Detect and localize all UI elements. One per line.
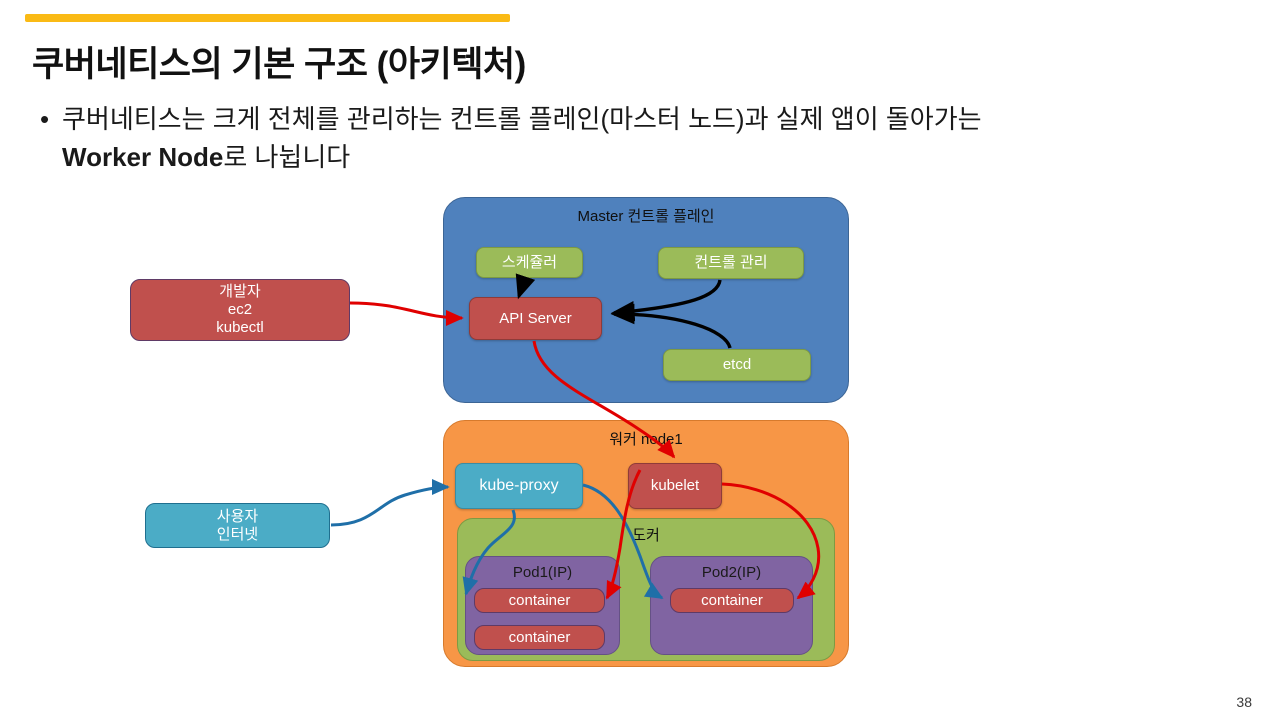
page-title: 쿠버네티스의 기본 구조 (아키텍처)	[32, 45, 526, 84]
bullet-line-2-bold: Worker Node	[62, 142, 224, 172]
scheduler-box: 스케쥴러	[476, 247, 583, 278]
api-server-label: API Server	[499, 309, 572, 327]
master-control-plane-title: Master 컨트롤 플레인	[577, 208, 715, 225]
slide-number: 38	[1236, 694, 1252, 710]
pod-2-label: Pod2(IP)	[701, 564, 762, 581]
bullet-item: • 쿠버네티스는 크게 전체를 관리하는 컨트롤 플레인(마스터 노드)과 실제…	[40, 100, 1220, 176]
api-server-box: API Server	[469, 297, 602, 340]
controller-manager-box: 컨트롤 관리	[658, 247, 804, 279]
bullet-block: • 쿠버네티스는 크게 전체를 관리하는 컨트롤 플레인(마스터 노드)과 실제…	[40, 100, 1220, 176]
developer-box: 개발자 ec2 kubectl	[130, 279, 350, 341]
bullet-line-1: 쿠버네티스는 크게 전체를 관리하는 컨트롤 플레인(마스터 노드)과 실제 앱…	[62, 104, 982, 134]
user-line-1: 사용자	[216, 507, 259, 525]
pod-1-container-1: container	[474, 588, 605, 613]
title-accent-bar	[25, 14, 510, 22]
kube-proxy-box: kube-proxy	[455, 463, 583, 509]
pod-1-container-1-label: container	[508, 591, 571, 609]
developer-line-2: ec2	[227, 301, 253, 319]
developer-line-3: kubectl	[216, 318, 264, 336]
kubelet-label: kubelet	[650, 477, 700, 495]
user-box: 사용자 인터넷	[145, 503, 330, 548]
kubelet-box: kubelet	[628, 463, 722, 509]
bullet-line-2-rest: 로 나뉩니다	[223, 142, 351, 172]
developer-line-1: 개발자	[219, 283, 261, 301]
controller-manager-label: 컨트롤 관리	[694, 254, 768, 272]
scheduler-label: 스케쥴러	[501, 253, 558, 271]
docker-title: 도커	[632, 527, 660, 544]
user-line-2: 인터넷	[216, 525, 259, 543]
pod-2-container-1: container	[670, 588, 794, 613]
arrow-user-to-kube-proxy	[330, 478, 450, 527]
etcd-box: etcd	[663, 349, 811, 381]
worker-node-title: 워커 node1	[609, 431, 683, 448]
pod-1-label: Pod1(IP)	[512, 564, 573, 581]
etcd-label: etcd	[722, 356, 752, 374]
pod-2-container-1-label: container	[701, 591, 763, 609]
pod-1-container-2-label: container	[508, 628, 571, 646]
kube-proxy-label: kube-proxy	[479, 476, 559, 494]
bullet-marker: •	[40, 104, 50, 134]
bullet-text: 쿠버네티스는 크게 전체를 관리하는 컨트롤 플레인(마스터 노드)과 실제 앱…	[62, 100, 1220, 176]
pod-1-container-2: container	[474, 625, 605, 650]
